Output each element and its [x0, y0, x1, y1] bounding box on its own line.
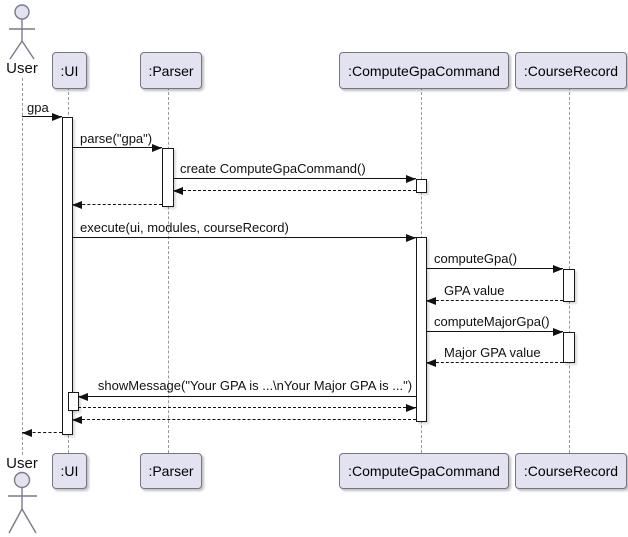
- actor-user-label-top: User: [6, 60, 38, 77]
- arrowhead-right-icon: [553, 265, 563, 273]
- message-label: parse("gpa"): [80, 131, 153, 146]
- arrowhead-left-icon: [426, 359, 436, 367]
- arrowhead-right-icon: [406, 404, 416, 412]
- arrowhead-left-icon: [72, 416, 82, 424]
- message-label: computeGpa(): [434, 251, 518, 266]
- message-label: GPA value: [444, 283, 505, 298]
- message-line: [72, 147, 162, 148]
- message-line: [173, 178, 416, 179]
- message-line: [426, 362, 563, 363]
- actor-user-label-bottom: User: [6, 455, 38, 472]
- message-label: create ComputeGpaCommand(): [180, 161, 366, 176]
- activation-courserecord-1: [563, 269, 575, 302]
- user-actor-icon: [8, 471, 37, 534]
- arrowhead-left-icon: [173, 187, 183, 195]
- participant-parser-top: :Parser: [140, 52, 202, 89]
- participant-parser-bottom: :Parser: [140, 453, 202, 489]
- participant-computegpacommand-top: :ComputeGpaCommand: [339, 52, 509, 89]
- message-label: execute(ui, modules, courseRecord): [80, 220, 289, 235]
- arrowhead-left-icon: [426, 297, 436, 305]
- message-line: [426, 331, 563, 332]
- arrowhead-right-icon: [152, 144, 162, 152]
- activation-computegpacommand-create: [416, 179, 427, 193]
- arrowhead-right-icon: [52, 113, 62, 121]
- arrowhead-right-icon: [406, 234, 416, 242]
- message-label: gpa: [27, 100, 49, 115]
- message-line: [173, 190, 416, 191]
- message-line: [72, 204, 162, 205]
- participant-ui-bottom: :UI: [52, 453, 87, 489]
- participant-courserecord-top: :CourseRecord: [515, 52, 627, 89]
- arrowhead-right-icon: [406, 175, 416, 183]
- message-line: [22, 432, 62, 433]
- message-line: [72, 419, 416, 420]
- activation-ui-nested: [68, 392, 79, 411]
- arrowhead-left-icon: [72, 201, 82, 209]
- activation-courserecord-2: [563, 332, 575, 363]
- participant-courserecord-bottom: :CourseRecord: [515, 453, 627, 489]
- arrowhead-right-icon: [553, 328, 563, 336]
- user-actor-icon: [9, 4, 35, 60]
- arrowhead-left-icon: [78, 393, 88, 401]
- message-line: [426, 268, 563, 269]
- participant-computegpacommand-bottom: :ComputeGpaCommand: [339, 453, 509, 489]
- message-line: [78, 396, 416, 397]
- arrowhead-left-icon: [22, 429, 32, 437]
- message-line: [78, 407, 416, 408]
- message-line: [72, 237, 416, 238]
- lifeline-parser: [168, 87, 169, 453]
- message-label: Major GPA value: [444, 345, 541, 360]
- activation-parser: [162, 148, 174, 207]
- message-line: [426, 300, 563, 301]
- activation-computegpacommand: [416, 237, 427, 422]
- lifeline-user: [22, 78, 23, 455]
- activation-ui: [62, 117, 73, 435]
- message-label: computeMajorGpa(): [434, 314, 550, 329]
- message-label: showMessage("Your GPA is ...\nYour Major…: [97, 378, 413, 393]
- message-line: [22, 116, 62, 117]
- participant-ui-top: :UI: [52, 52, 87, 89]
